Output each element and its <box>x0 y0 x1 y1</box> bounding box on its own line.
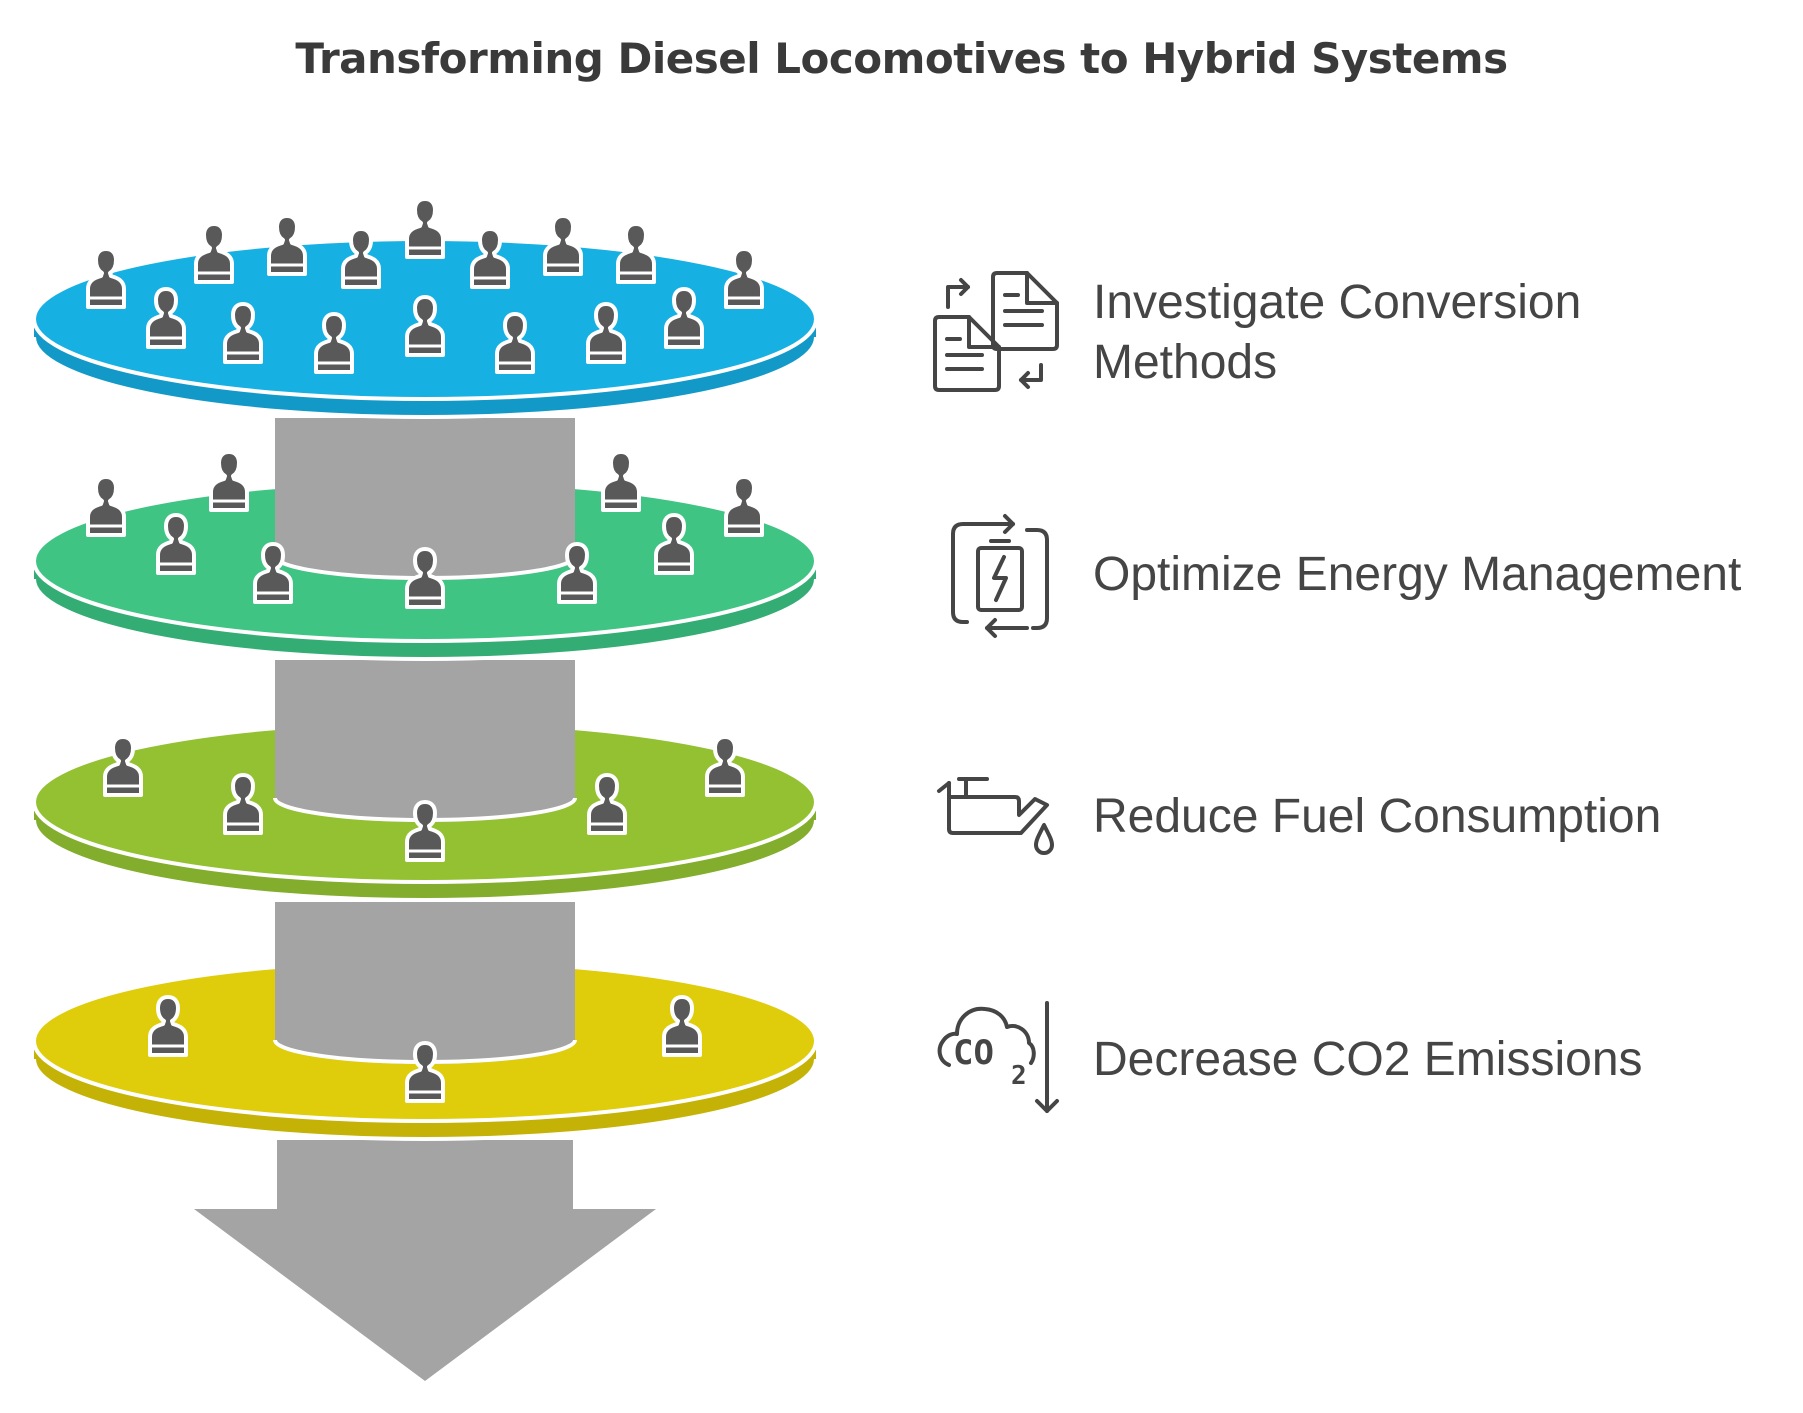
step-4-label: Decrease CO2 Emissions <box>1093 1033 1643 1086</box>
person-icon <box>103 735 143 797</box>
step-1-label-line1: Investigate Conversion <box>1093 276 1582 329</box>
co2-cloud-down-icon: CO 2 <box>935 995 1065 1120</box>
battery-cycle-icon <box>951 514 1049 638</box>
step-3-label: Reduce Fuel Consumption <box>1093 790 1662 843</box>
person-icon <box>543 214 583 276</box>
pipe-segment-4 <box>273 902 577 1064</box>
person-icon <box>86 247 126 309</box>
person-icon <box>405 197 445 259</box>
person-icon <box>724 475 764 537</box>
person-icon <box>209 450 249 512</box>
person-icon <box>194 222 234 284</box>
step-1-label-line2: Methods <box>1093 336 1278 389</box>
step-1-label: Investigate Conversion Methods <box>1093 273 1581 393</box>
pipe-segment-3 <box>273 660 577 822</box>
oil-can-icon <box>937 777 1054 855</box>
person-icon <box>705 735 745 797</box>
funnel-arrow <box>194 1140 656 1381</box>
pipe-segment-2 <box>273 418 577 580</box>
person-icon <box>267 214 307 276</box>
person-icon <box>601 450 641 512</box>
person-icon <box>470 227 510 289</box>
person-icon <box>724 247 764 309</box>
co2-subscript: 2 <box>1011 1061 1027 1091</box>
page-title: Transforming Diesel Locomotives to Hybri… <box>295 34 1508 83</box>
cloud-arrow-icon <box>937 1001 1059 1113</box>
person-icon <box>616 222 656 284</box>
step-2-label: Optimize Energy Management <box>1093 548 1742 601</box>
co2-text: CO <box>953 1033 994 1073</box>
documents-exchange-icon <box>933 271 1059 392</box>
person-icon <box>86 475 126 537</box>
